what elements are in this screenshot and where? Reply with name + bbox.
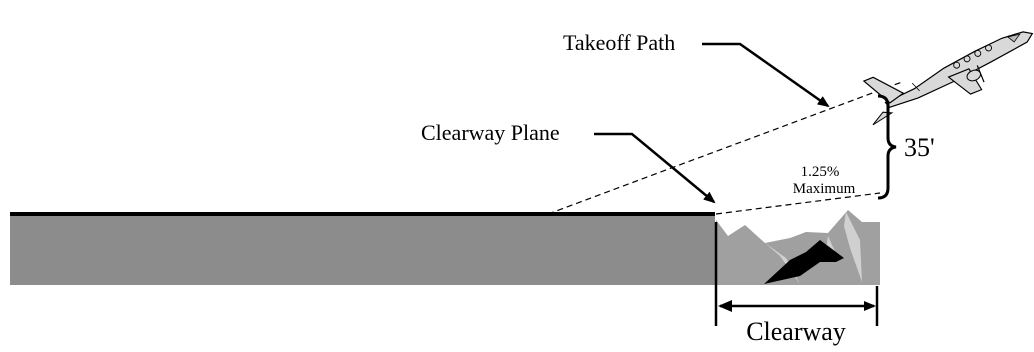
aircraft-tail: [862, 76, 905, 104]
aircraft-window: [974, 49, 982, 57]
height-brace: [877, 94, 897, 200]
slope-note-label: Maximum: [793, 181, 856, 197]
cockpit-window: [1006, 33, 1021, 43]
runway: [10, 212, 715, 285]
takeoff-path-line: [547, 81, 903, 215]
takeoff-path-leader: [702, 42, 830, 108]
terrain-silhouette: [716, 210, 880, 285]
aircraft-window: [963, 55, 971, 63]
slope-value-label: 1.25%: [801, 164, 840, 180]
clearway-plane-line: [715, 192, 881, 215]
propeller: [976, 65, 985, 83]
terrain-shadow: [764, 240, 844, 284]
clearway-plane-label: Clearway Plane: [421, 120, 560, 145]
clearway-label: Clearway: [746, 317, 846, 346]
clearway-arrow-left: [718, 300, 732, 312]
fuselage-detail: [911, 82, 920, 92]
takeoff-path-label: Takeoff Path: [563, 30, 675, 55]
clearway-plane-leader: [594, 132, 716, 204]
height-label: 35': [904, 133, 935, 162]
aircraft-icon: [862, 31, 1034, 126]
runway-body: [10, 215, 715, 285]
aircraft-fuselage: [884, 31, 1034, 109]
aircraft-window: [985, 44, 992, 52]
clearway-dimension: [714, 222, 879, 326]
terrain-highlight-2: [844, 212, 862, 282]
aircraft-stabilizer: [872, 111, 894, 126]
clearway-terrain: [716, 210, 880, 285]
aircraft-wing: [947, 68, 983, 95]
aircraft-window: [953, 61, 961, 69]
